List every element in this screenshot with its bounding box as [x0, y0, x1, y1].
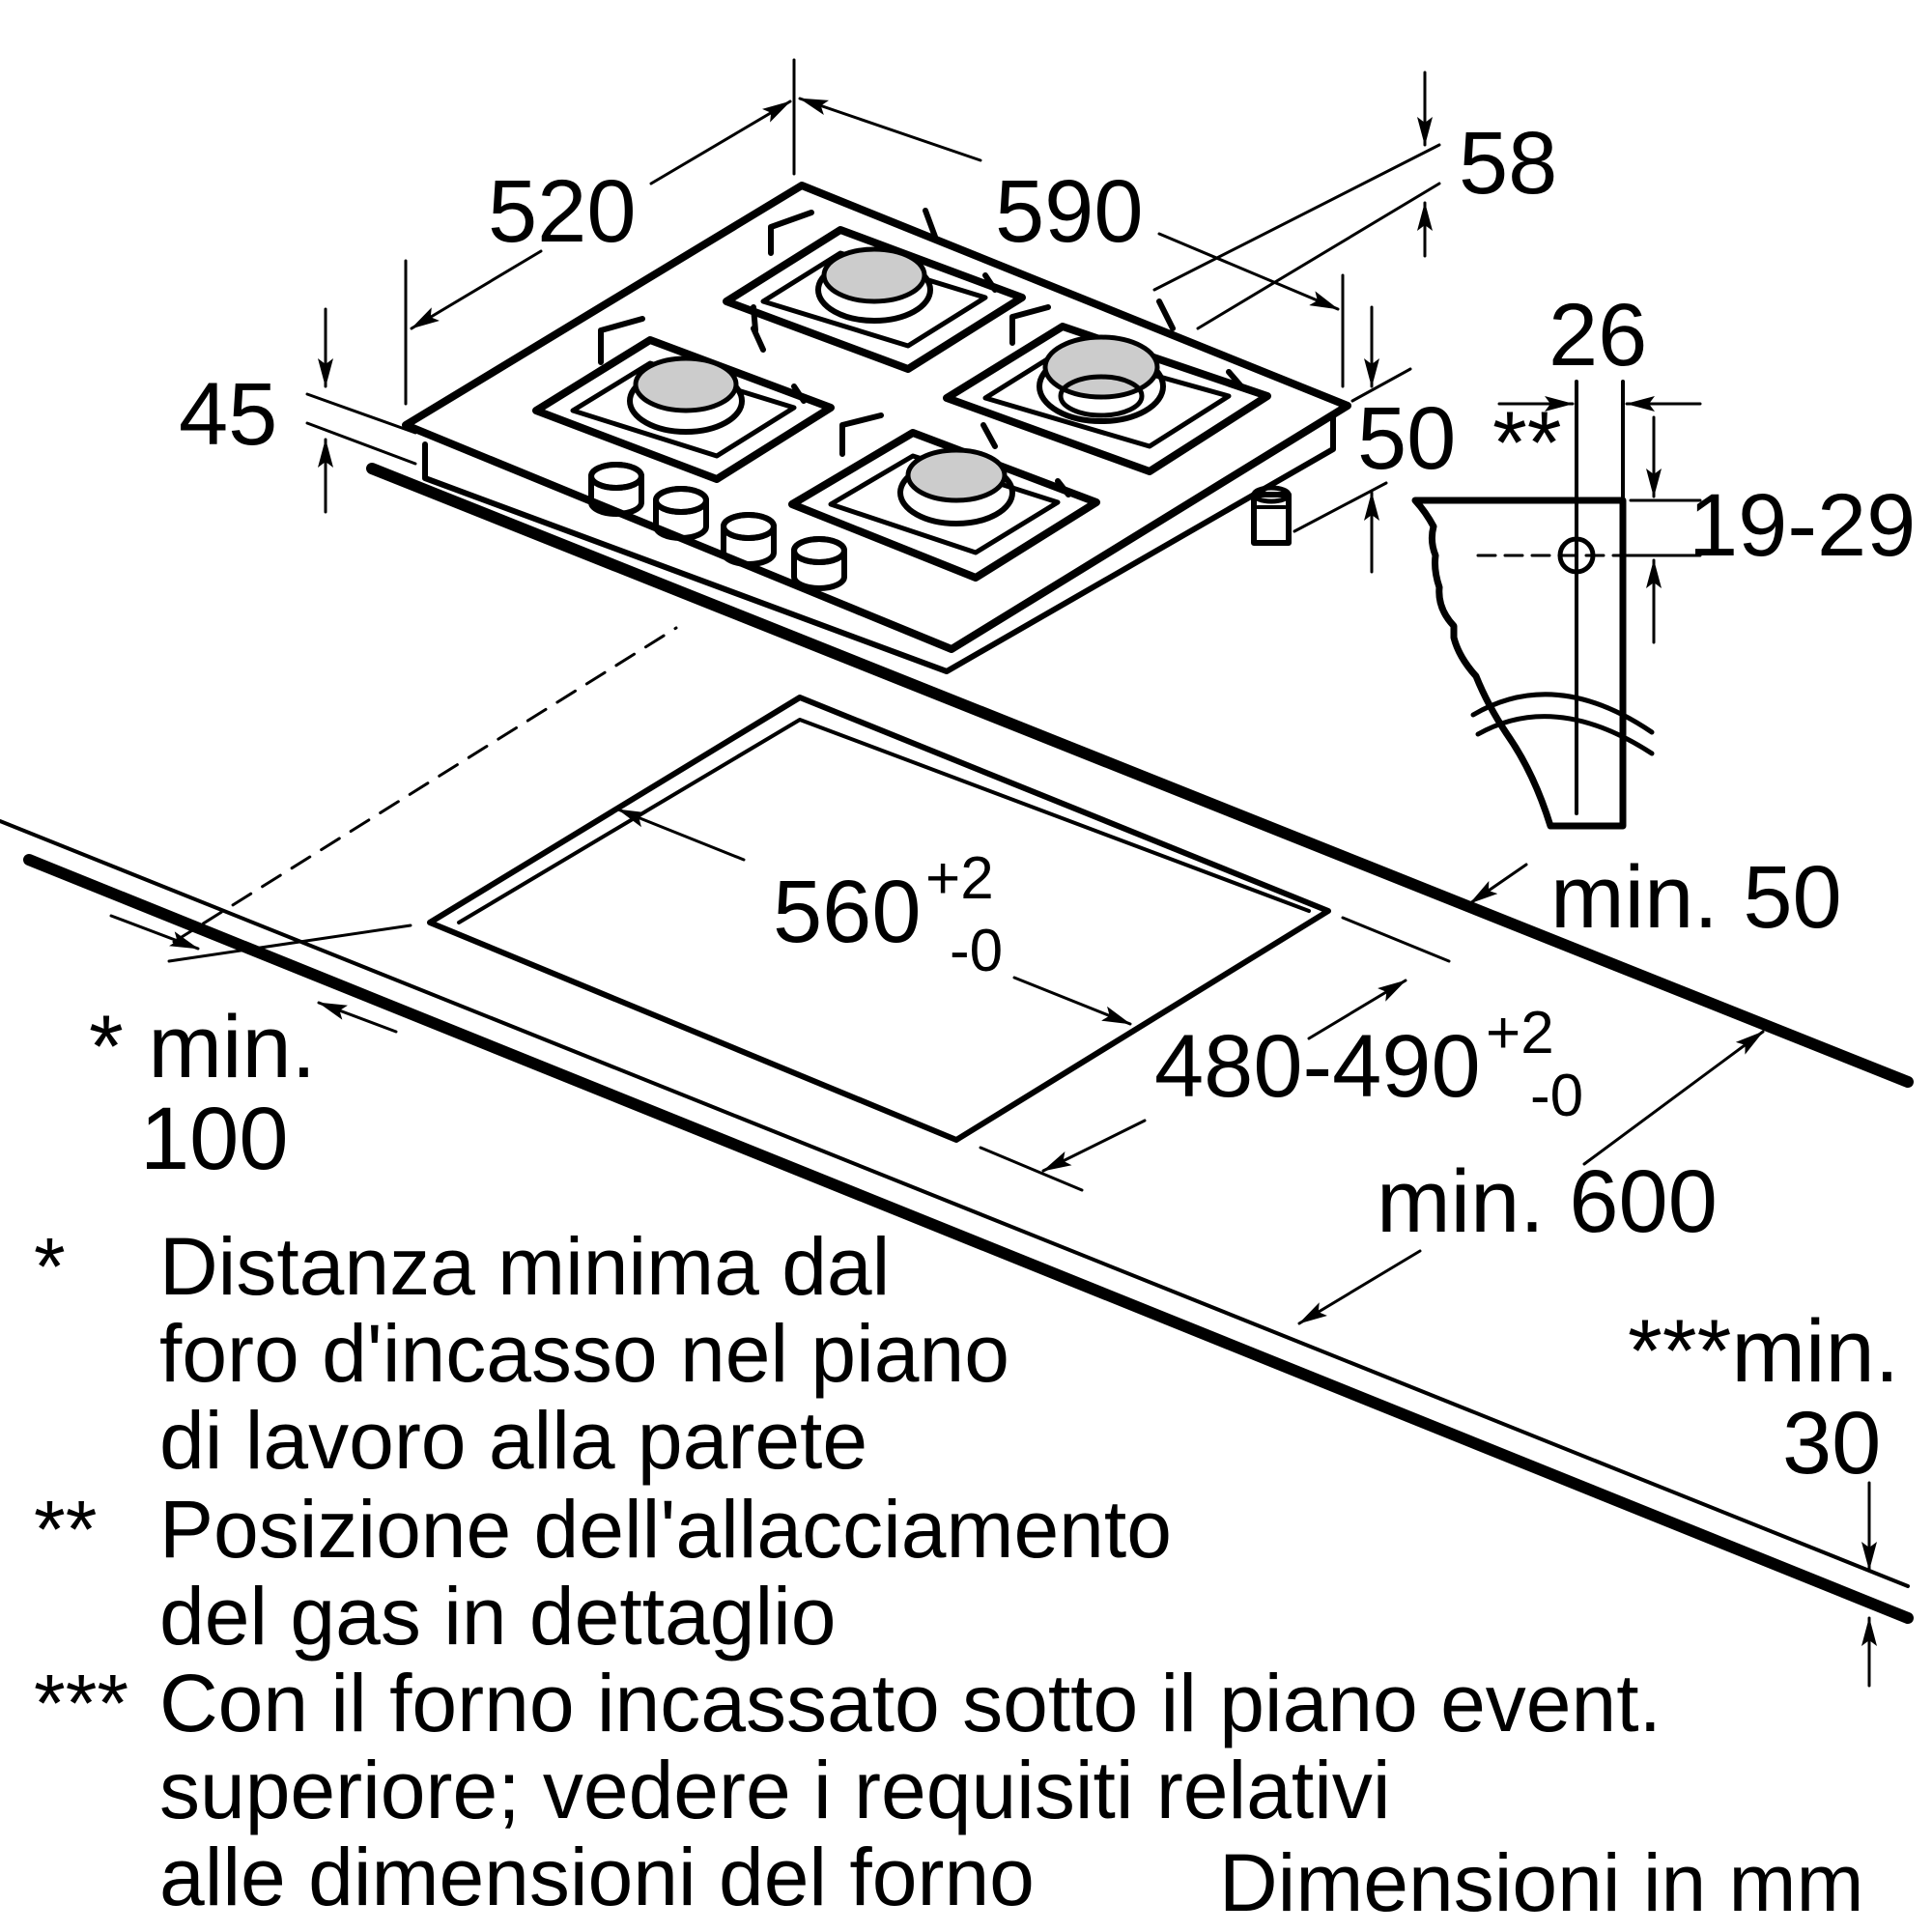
dim-cutout-depth-tol-minus: -0 — [1530, 1063, 1583, 1129]
hob — [402, 182, 1351, 674]
note-2-line-1: Posizione dell'allacciamento — [159, 1484, 1172, 1575]
note-3-line-3: alle dimensioni del forno — [159, 1832, 1035, 1922]
dim-cutout-width: 560 — [773, 863, 922, 961]
note-2-line-2: del gas in dettaglio — [159, 1571, 837, 1662]
dim-min-600: min. 600 — [1377, 1152, 1718, 1251]
note-3-marker: *** — [34, 1658, 128, 1748]
dim-min-50: min. 50 — [1550, 848, 1842, 947]
dim-cutout-width-tol-plus: +2 — [925, 845, 994, 912]
gas-connector — [1251, 485, 1292, 546]
note-1-line-1: Distanza minima dal — [159, 1221, 890, 1312]
dimension-labels: 520 590 58 45 26 50 ** 19-29 min. 50 560… — [89, 114, 1916, 1492]
burner-front-right — [788, 412, 1100, 582]
gas-detail-marker: ** — [1492, 394, 1562, 493]
dim-cutout-depth-tol-plus: +2 — [1486, 1000, 1554, 1066]
cutout-outline — [427, 695, 1331, 1143]
dim-58: 58 — [1459, 114, 1557, 213]
dim-26: 26 — [1548, 286, 1647, 384]
note-2-marker: ** — [34, 1484, 97, 1575]
dim-19-29: 19-29 — [1689, 476, 1916, 575]
burner-back-right — [943, 298, 1271, 475]
dim-cutout-depth: 480-490 — [1154, 1017, 1481, 1116]
worktop — [0, 463, 1914, 1624]
dim-cutout-width-tol-minus: -0 — [950, 918, 1003, 984]
burner-front-left — [532, 316, 835, 483]
note-3-line-2: superiore; vedere i requisiti relativi — [159, 1745, 1391, 1835]
dim-min-30-value: 30 — [1782, 1394, 1881, 1492]
dim-50: 50 — [1357, 389, 1456, 488]
dim-min-100-value: 100 — [140, 1090, 289, 1188]
dim-min-30-label: ***min. — [1628, 1302, 1899, 1401]
units-label: Dimensioni in mm — [1219, 1837, 1864, 1928]
dim-min-100-label: * min. — [89, 998, 316, 1096]
footnotes: * Distanza minima dal foro d'incasso nel… — [34, 1221, 1864, 1928]
note-1-line-2: foro d'incasso nel piano — [159, 1308, 1009, 1399]
dim-45: 45 — [179, 365, 277, 464]
dim-590: 590 — [995, 162, 1144, 261]
note-1-line-3: di lavoro alla parete — [159, 1395, 867, 1486]
dimension-lines — [109, 58, 1877, 1688]
burner-back-left — [723, 208, 1026, 373]
note-3-line-1: Con il forno incassato sotto il piano ev… — [159, 1658, 1662, 1748]
note-1-marker: * — [34, 1221, 66, 1312]
gas-connection-detail — [1411, 380, 1702, 830]
control-knobs — [588, 462, 847, 591]
dim-520: 520 — [488, 162, 637, 261]
